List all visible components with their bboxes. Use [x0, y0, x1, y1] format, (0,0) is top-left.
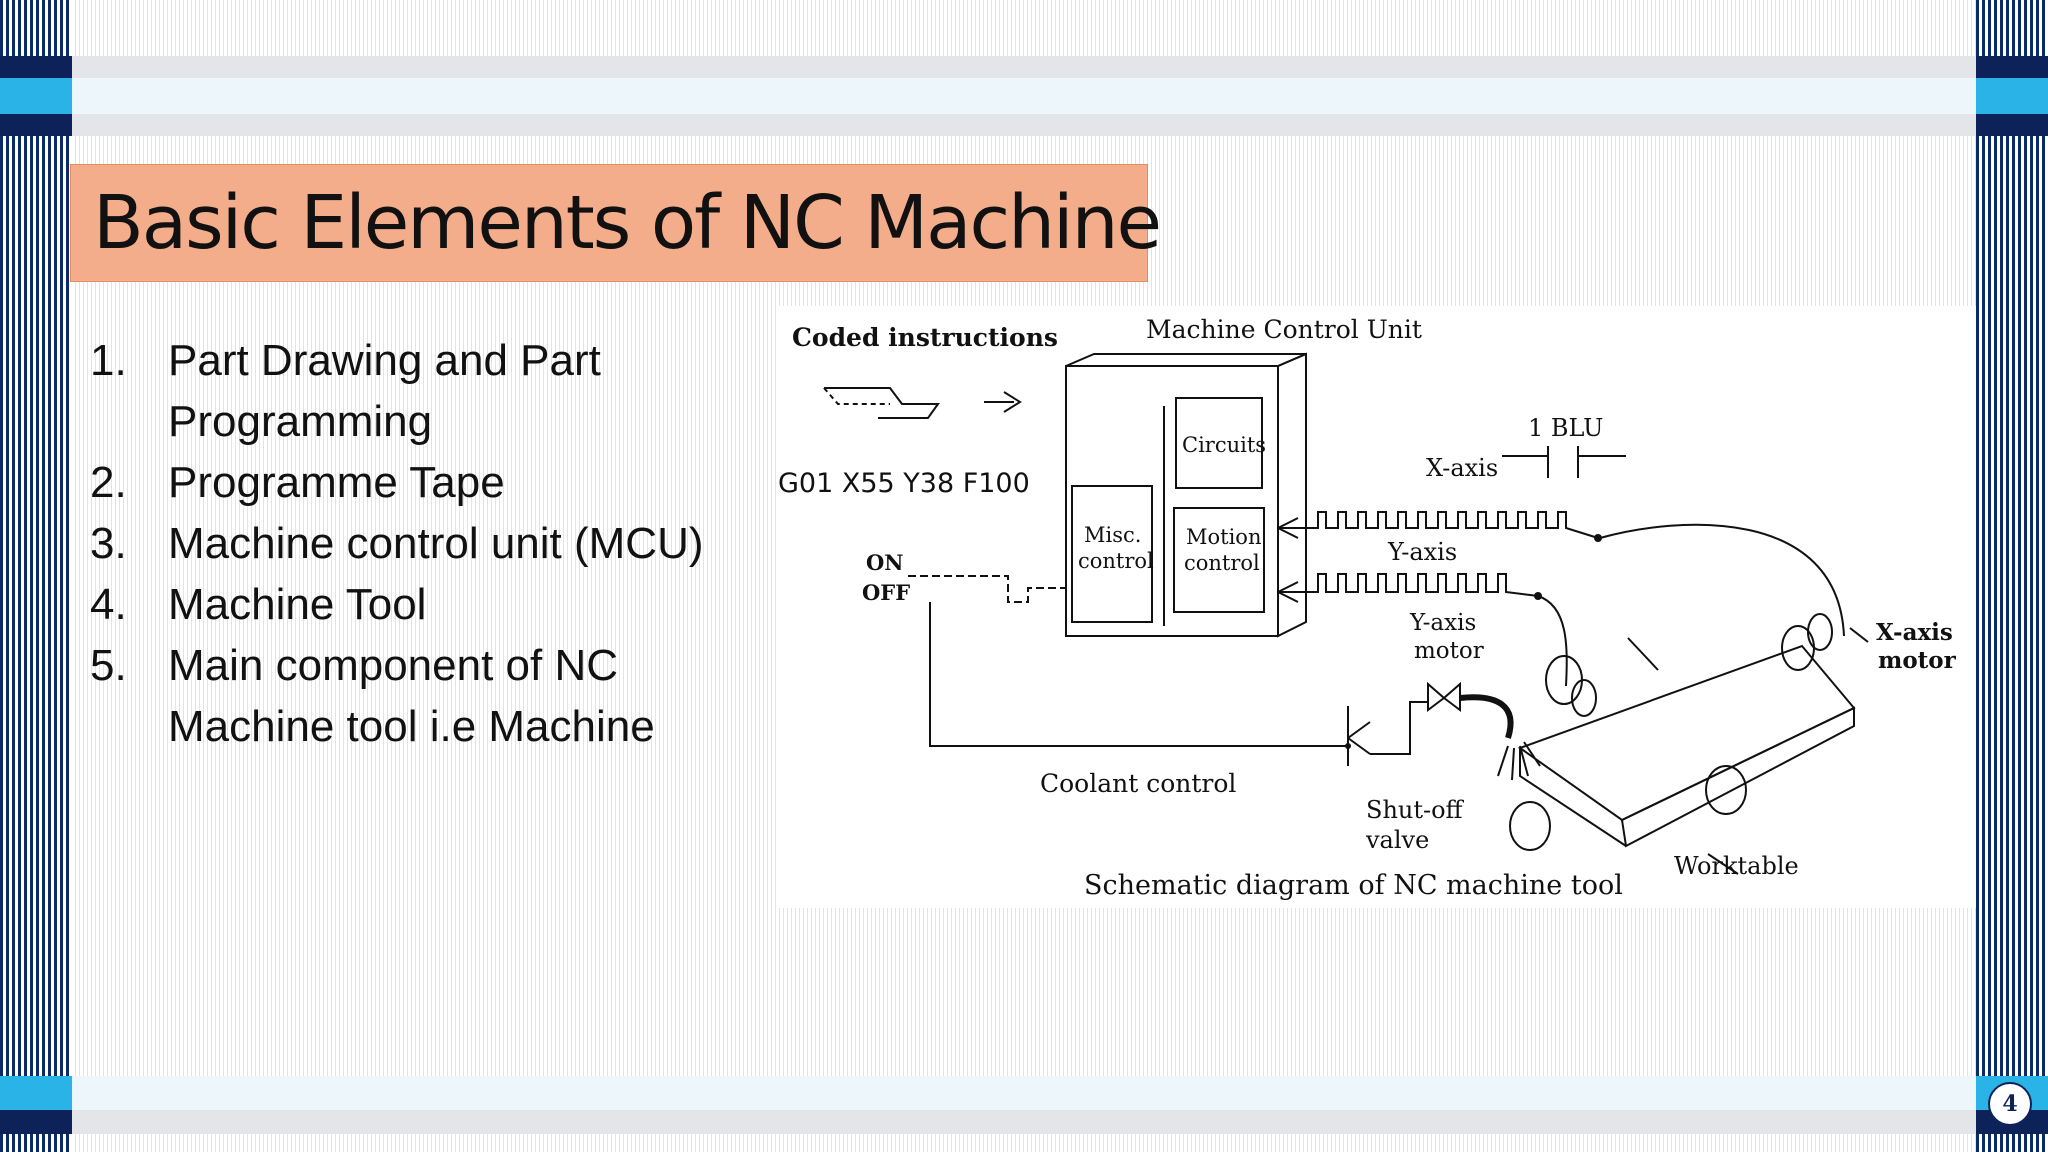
motion-output-arrows: [1277, 517, 1299, 603]
list-number: 3.: [90, 519, 127, 568]
list-item: 4. Machine Tool: [90, 574, 760, 635]
mcu-front: [1065, 365, 1279, 637]
list-number: 2.: [90, 458, 127, 507]
x-wire-node: [1594, 534, 1602, 542]
coolant-wire: [929, 602, 1348, 747]
left-navy-block-top: [0, 56, 72, 78]
list-text: Machine Tool: [168, 580, 427, 629]
motion-label-1: Motion: [1186, 525, 1261, 549]
left-navy-block-bottom: [0, 1110, 72, 1134]
x-axis-label: X-axis: [1426, 454, 1498, 482]
worktable-label: Worktable: [1674, 852, 1799, 880]
x-axis-motor-wire: [1599, 523, 1845, 637]
nc-schematic-diagram: Coded instructions Machine Control Unit …: [778, 306, 1976, 908]
list-number: 4.: [90, 580, 127, 629]
right-cyan-block-top: [1976, 78, 2048, 114]
motion-control-box: [1173, 507, 1265, 613]
list-text: Machine control unit (MCU): [168, 519, 704, 568]
circuits-label: Circuits: [1182, 433, 1266, 457]
worktable-leader: [1707, 853, 1739, 875]
x-axis-motor-body: [1807, 613, 1833, 651]
left-stripe-decoration: [0, 0, 72, 1152]
front-handwheel-icon: [1509, 801, 1551, 851]
shutoff-label-1: Shut-off: [1366, 796, 1465, 824]
coded-instructions-label: Coded instructions: [792, 323, 1058, 352]
bottom-gray-band: [72, 1110, 1976, 1134]
list-number: 5.: [90, 641, 127, 690]
worktable-front: [1519, 748, 1627, 847]
coolant-spray: [1497, 741, 1541, 781]
right-navy-block-top: [1976, 56, 2048, 78]
circuits-box: [1175, 397, 1263, 489]
coolant-control-label: Coolant control: [1040, 769, 1236, 798]
y-axis-motor-wire: [1537, 595, 1568, 687]
list-item: 2. Programme Tape: [90, 452, 760, 513]
coolant-hose: [1459, 694, 1514, 739]
y-motor-label-1: Y-axis: [1409, 610, 1476, 636]
onoff-line-dashed: [908, 575, 1066, 603]
misc-label-2: control: [1078, 549, 1154, 573]
y-axis-motor-icon: [1545, 655, 1583, 705]
left-cyan-block-bottom: [0, 1076, 72, 1110]
off-label: OFF: [862, 580, 910, 605]
x-axis-pulse-train: [1278, 511, 1599, 539]
nc-schematic-svg: Coded instructions Machine Control Unit …: [778, 315, 1957, 901]
program-code-label: G01 X55 Y38 F100: [778, 468, 1030, 499]
coolant-switch: [1347, 706, 1371, 766]
tape-arrow-icon: [984, 391, 1022, 413]
list-item: 5. Main component of NC Machine tool i.e …: [90, 635, 760, 757]
list-text: Programme Tape: [168, 458, 505, 507]
diagram-caption: Schematic diagram of NC machine tool: [1084, 870, 1623, 901]
right-handwheel-icon: [1705, 765, 1747, 815]
page-number-badge: 4: [1988, 1082, 2032, 1126]
top-gray-band: [72, 56, 1976, 78]
mcu-label: Machine Control Unit: [1146, 315, 1422, 344]
x-motor-label-2: motor: [1878, 647, 1957, 674]
misc-label-1: Misc.: [1084, 523, 1141, 547]
list-item: 3. Machine control unit (MCU): [90, 513, 760, 574]
x-motor-label-1: X-axis: [1876, 619, 1953, 646]
tape-dashes: [823, 387, 890, 405]
list-item: 1. Part Drawing and Part Programming: [90, 330, 760, 452]
on-label: ON: [866, 550, 904, 575]
coolant-node: [1345, 743, 1351, 749]
motion-label-2: control: [1184, 551, 1260, 575]
y-axis-motor-body: [1571, 679, 1597, 717]
blu-marker: [1502, 446, 1626, 478]
list-text: Main component of NC Machine tool i.e Ma…: [168, 641, 655, 751]
top-gray-band-2: [72, 114, 1976, 136]
bottom-light-band: [72, 1076, 1976, 1110]
shutoff-valve-icon: [1427, 681, 1461, 712]
worktable-side: [1620, 706, 1855, 848]
y-wire-node: [1534, 592, 1542, 600]
y-motor-label-2: motor: [1414, 638, 1484, 664]
misc-control-box: [1071, 485, 1153, 623]
right-stripe-decoration: [1976, 0, 2048, 1152]
elements-list: 1. Part Drawing and Part Programming 2. Pr…: [90, 330, 760, 757]
left-navy-block-mid: [0, 114, 72, 136]
y-axis-pulse-train: [1278, 573, 1539, 597]
slide-title: Basic Elements of NC Machine: [93, 180, 1162, 266]
top-light-band: [72, 78, 1976, 114]
shutoff-label-2: valve: [1365, 826, 1429, 854]
blu-label: 1 BLU: [1528, 414, 1603, 442]
left-cyan-block-top: [0, 78, 72, 114]
motor-leader-arrows: [1627, 627, 1869, 671]
list-number: 1.: [90, 336, 127, 385]
mcu-top: [1065, 353, 1307, 367]
right-navy-block-mid: [1976, 114, 2048, 136]
title-box: Basic Elements of NC Machine: [70, 164, 1162, 282]
tape-icon: [824, 387, 940, 419]
y-axis-label: Y-axis: [1387, 538, 1457, 566]
list-text: Part Drawing and Part Programming: [168, 336, 601, 446]
coolant-wire-2: [1370, 701, 1428, 755]
